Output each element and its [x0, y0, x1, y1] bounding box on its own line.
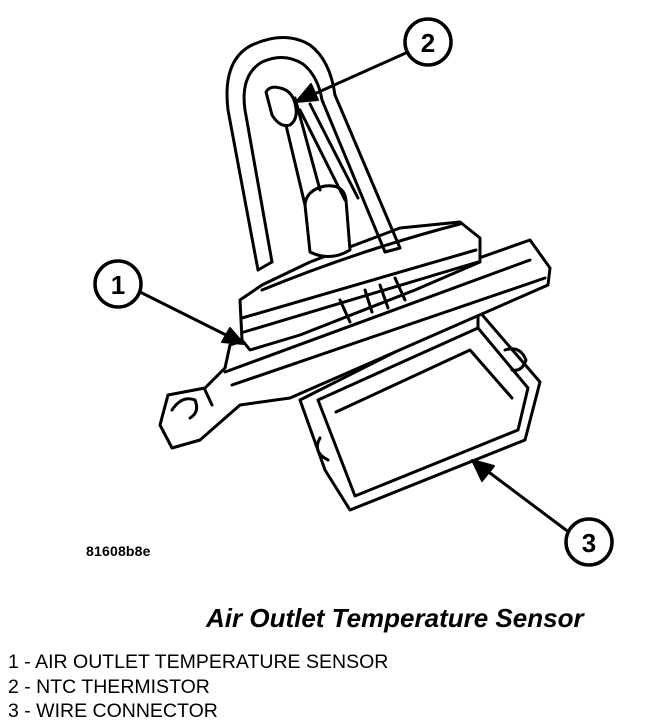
- callout-2-number: 2: [421, 28, 435, 58]
- leader-line-1: [138, 290, 234, 340]
- figure-id: 81608b8e: [86, 543, 151, 559]
- leader-lines: [138, 50, 568, 532]
- figure-caption: Air Outlet Temperature Sensor: [206, 603, 584, 633]
- leader-line-3: [484, 468, 568, 532]
- callout-1-number: 1: [111, 270, 125, 300]
- sensor-collar: [238, 220, 482, 352]
- callout-1: 1: [93, 259, 143, 309]
- arrowhead-3: [471, 459, 495, 482]
- legend-item: 2 - NTC THERMISTOR: [8, 675, 210, 698]
- sensor-diagram: 1 2 3: [93, 17, 614, 567]
- legend-item: 1 - AIR OUTLET TEMPERATURE SENSOR: [8, 651, 389, 673]
- legend-list: 1 - AIR OUTLET TEMPERATURE SENSOR 2 - NT…: [8, 650, 388, 724]
- legend-item: 3 - WIRE CONNECTOR: [8, 700, 218, 722]
- protective-hoop: [225, 36, 402, 272]
- mounting-flange: [158, 238, 552, 450]
- arrowhead-2: [295, 83, 319, 103]
- ntc-thermistor: [264, 85, 360, 258]
- leader-line-2: [310, 50, 410, 97]
- callout-2: 2: [403, 17, 453, 67]
- callout-3: 3: [564, 517, 614, 567]
- arrowhead-1: [221, 327, 245, 345]
- callout-3-number: 3: [582, 528, 596, 558]
